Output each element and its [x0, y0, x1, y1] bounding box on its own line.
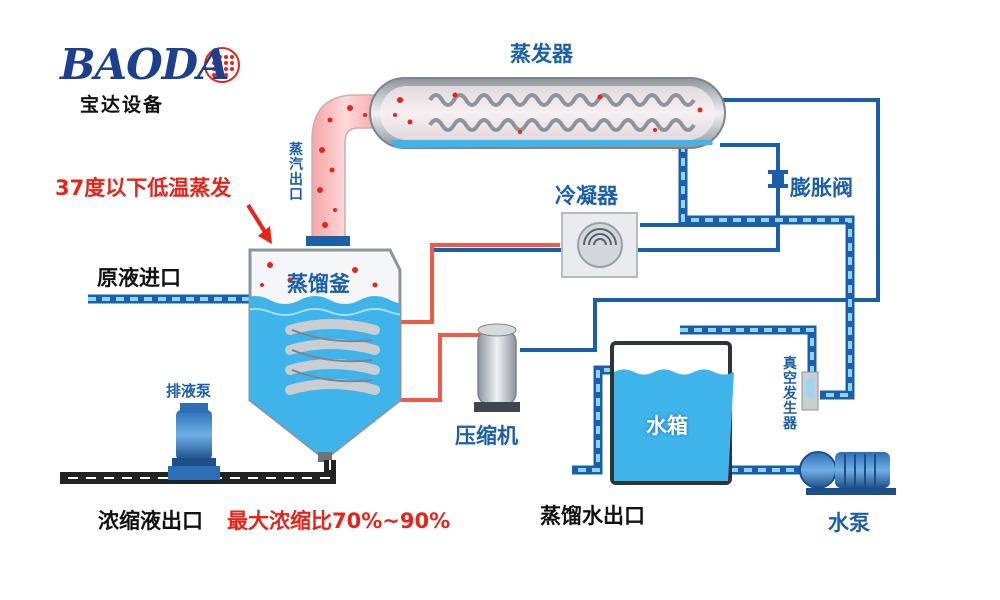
concentrate-outlet-label: 浓缩液出口	[98, 509, 203, 533]
water-tank-label: 水箱	[646, 414, 688, 438]
evaporator-label: 蒸发器	[510, 42, 573, 66]
compressor-label: 压缩机	[455, 424, 518, 448]
condenser-label: 冷凝器	[555, 184, 618, 208]
hot-lines	[395, 243, 560, 402]
low-temp-note: 37度以下低温蒸发	[55, 176, 232, 200]
raw-inlet-label: 原液进口	[97, 266, 181, 290]
still-label: 蒸馏釜	[287, 272, 350, 296]
max-ratio-label: 最大浓缩比70%~90%	[227, 509, 451, 533]
note-arrow	[246, 203, 272, 244]
water-tank	[610, 341, 734, 485]
drain-pump	[168, 403, 220, 480]
concentrate-pipe	[60, 460, 336, 484]
vacuum-generator	[801, 371, 819, 411]
expansion-valve-icon	[768, 170, 788, 188]
expansion-valve-label: 膨胀阀	[790, 176, 853, 200]
distilled-outlet-label: 蒸馏水出口	[540, 504, 645, 528]
steam-pipe	[306, 94, 381, 246]
water-pump-label: 水泵	[828, 511, 870, 535]
water-loop-lines	[88, 130, 855, 475]
vacuum-generator-label: 真空发生器	[783, 356, 797, 432]
compressor	[474, 323, 520, 412]
brand-logo: BAODA	[60, 40, 230, 89]
drain-pump-label: 排液泵	[166, 382, 212, 400]
condenser	[561, 212, 638, 278]
logo-dots-icon	[204, 47, 240, 83]
steam-outlet-label: 蒸汽出口	[289, 142, 303, 203]
water-pump	[799, 451, 896, 495]
brand-subtitle: 宝达设备	[80, 94, 165, 116]
evaporator	[369, 77, 726, 149]
